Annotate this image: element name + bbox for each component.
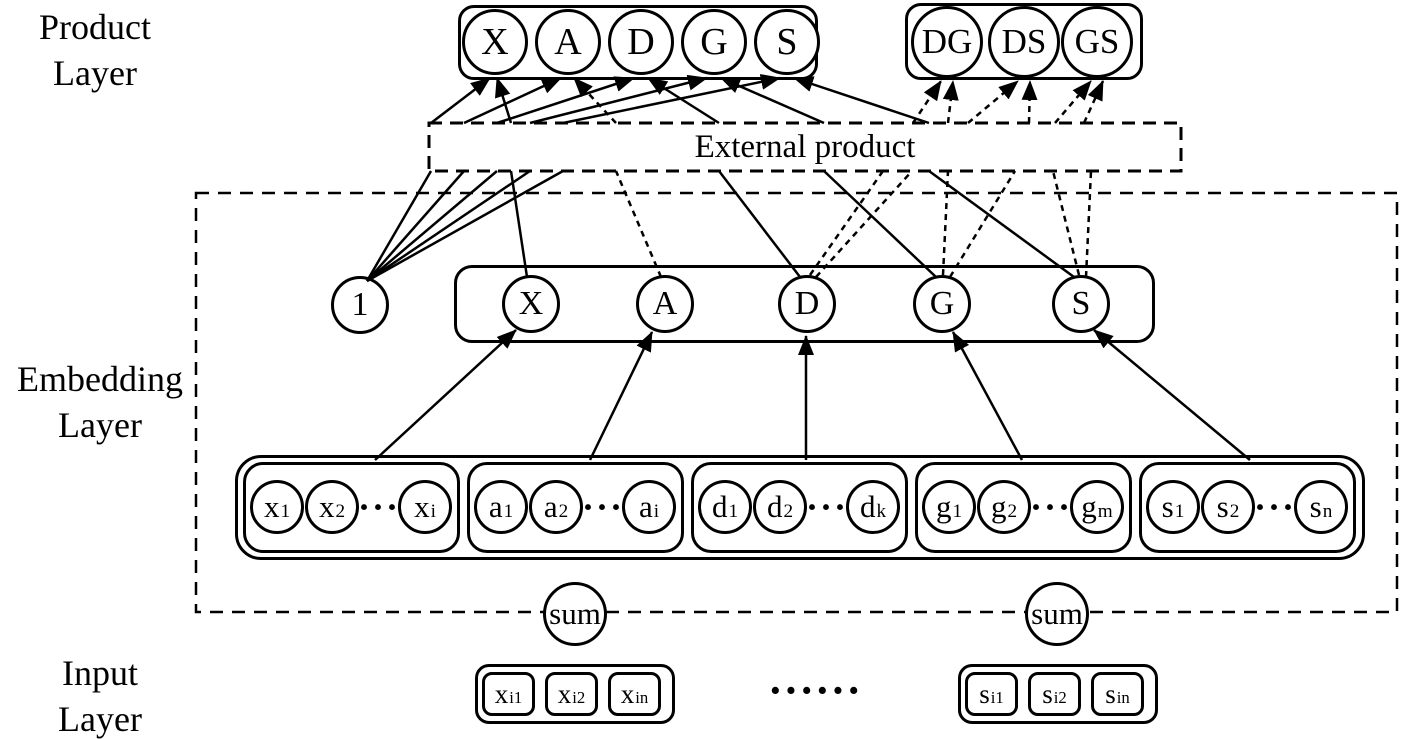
label-line: Product	[39, 7, 151, 47]
group-ellipsis: ···	[357, 487, 401, 527]
group-ellipsis: ···	[1253, 487, 1297, 527]
embedding-node-s: S	[1052, 275, 1110, 333]
product-node-dg: DG	[911, 6, 983, 78]
product-node-s: S	[754, 9, 820, 75]
group-ellipsis: ···	[805, 487, 849, 527]
group-ellipsis: ···	[1029, 487, 1073, 527]
embedding-node-g: G	[913, 275, 971, 333]
external-product-label: External product	[694, 128, 916, 165]
embedding-node-d: D	[778, 275, 836, 333]
sum-node-right: sum	[1025, 582, 1089, 646]
product-layer-label: Product Layer	[10, 4, 180, 96]
dashed-connections	[573, 77, 1105, 278]
product-node-ds: DS	[988, 6, 1060, 78]
label-line: Layer	[58, 405, 142, 445]
embedding-node-a: A	[636, 275, 694, 333]
embedding-layer-label: Embedding Layer	[0, 356, 200, 448]
input-layer-label: Input Layer	[25, 650, 175, 739]
input-ellipsis: ······	[767, 666, 863, 715]
product-node-g: G	[681, 9, 747, 75]
label-line: Layer	[58, 699, 142, 739]
group-ellipsis: ···	[581, 487, 625, 527]
sum-node-left: sum	[543, 582, 607, 646]
product-node-x: X	[462, 9, 528, 75]
product-node-d: D	[608, 9, 674, 75]
bias-node-1: 1	[331, 276, 389, 334]
label-line: Embedding	[17, 359, 183, 399]
product-node-gs: GS	[1061, 6, 1133, 78]
product-node-a: A	[535, 9, 601, 75]
label-line: Input	[62, 653, 138, 693]
label-line: Layer	[53, 53, 137, 93]
embedding-node-x: X	[502, 275, 560, 333]
